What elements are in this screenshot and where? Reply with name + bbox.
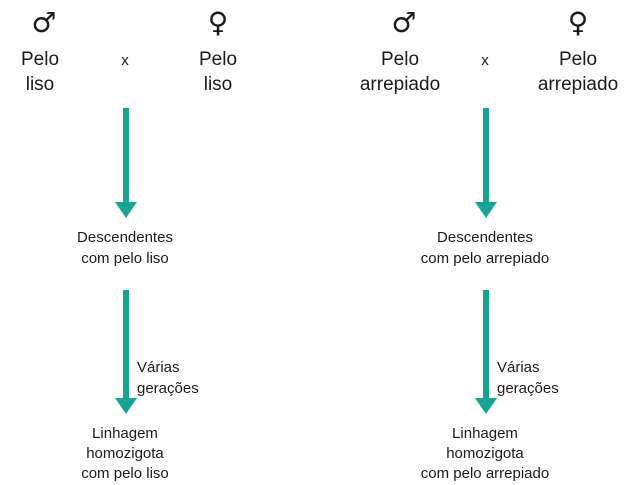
female-symbol-icon: ♀ xyxy=(207,6,229,39)
generations-label-line2: gerações xyxy=(137,380,199,397)
cross-sign: x xyxy=(481,52,489,69)
offspring-line1: Descendentes xyxy=(77,229,173,246)
lineage-line2: homozigota xyxy=(86,445,164,462)
male-label-line1: Pelo xyxy=(20,49,60,70)
generations-label-line1: Várias xyxy=(137,359,180,376)
arrow-down-icon xyxy=(115,290,137,414)
offspring-line2: com pelo liso xyxy=(81,250,169,267)
lineage-line1: Linhagem xyxy=(92,425,158,442)
lineage-line1: Linhagem xyxy=(452,425,518,442)
female-label-line1: Pelo xyxy=(198,49,238,70)
female-label-line2: liso xyxy=(203,74,233,95)
male-symbol-icon: ♂ xyxy=(391,6,417,39)
lineage-line3: com pelo liso xyxy=(81,465,169,482)
female-label-line2: arrepiado xyxy=(537,74,619,95)
offspring-line1: Descendentes xyxy=(437,229,533,246)
female-symbol-icon: ♀ xyxy=(567,6,589,39)
arrow-down-icon xyxy=(475,108,497,218)
cross-panel-smooth: ♂ Pelo liso x ♀ Pelo liso Descendentes c… xyxy=(0,0,318,485)
male-label-line2: arrepiado xyxy=(359,74,441,95)
lineage-line2: homozigota xyxy=(446,445,524,462)
arrow-down-icon xyxy=(475,290,497,414)
arrow-down-icon xyxy=(115,108,137,218)
male-label-line1: Pelo xyxy=(380,49,420,70)
female-label-line1: Pelo xyxy=(558,49,598,70)
offspring-line2: com pelo arrepiado xyxy=(420,250,550,267)
generations-label-line1: Várias xyxy=(497,359,540,376)
cross-panel-ruffled: ♂ Pelo arrepiado x ♀ Pelo arrepiado Desc… xyxy=(360,0,637,485)
male-label-line2: liso xyxy=(25,74,55,95)
generations-label-line2: gerações xyxy=(497,380,559,397)
lineage-line3: com pelo arrepiado xyxy=(420,465,550,482)
male-symbol-icon: ♂ xyxy=(31,6,57,39)
cross-sign: x xyxy=(121,52,129,69)
